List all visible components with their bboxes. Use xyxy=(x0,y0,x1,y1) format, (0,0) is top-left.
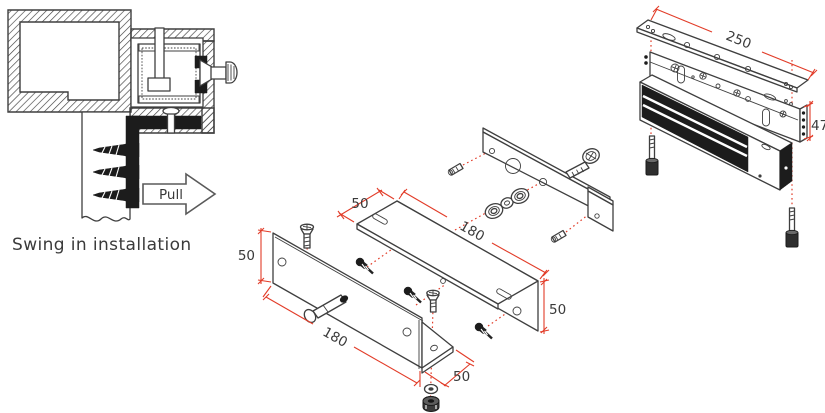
l-bracket-plate xyxy=(273,233,453,373)
dimension-bracket-width: 50 xyxy=(337,188,394,222)
dowel-pin-1 xyxy=(447,164,463,176)
magnet-pole-stripe xyxy=(643,96,747,147)
bolt-head xyxy=(302,307,318,324)
phillips-screw-icon xyxy=(734,90,740,96)
dim-plate-length-label: 180 xyxy=(320,324,350,351)
bracket-slot xyxy=(763,109,770,126)
wood-screw-icon xyxy=(93,165,139,179)
bracket-oval-slot xyxy=(764,93,777,102)
bracket-angle-horizontal xyxy=(131,116,201,129)
countersunk-screw-shaft xyxy=(168,114,175,133)
face-hole-small xyxy=(441,279,446,284)
countersunk-screw-2 xyxy=(427,290,439,312)
coil-box xyxy=(138,44,200,103)
allen-bolt-1 xyxy=(646,136,658,175)
washer-stack xyxy=(483,186,531,221)
z-bracket xyxy=(357,201,538,331)
lock-pin-foot xyxy=(148,78,170,91)
l-bracket-flange-edge xyxy=(422,347,453,373)
countersunk-screw-1 xyxy=(301,224,314,248)
armature-bolt-hole xyxy=(539,178,546,185)
dim-plate-height-label: 50 xyxy=(238,248,255,264)
bracket-slot xyxy=(678,66,685,83)
spacer-plate xyxy=(588,187,613,231)
plate-hole xyxy=(278,258,286,266)
phillips-screw-icon xyxy=(780,111,786,117)
dim-bracket-width-label: 50 xyxy=(351,196,368,212)
plate-slot xyxy=(372,213,388,225)
plate-oval-slot xyxy=(662,32,676,42)
z-bracket-plate-edge xyxy=(357,224,498,309)
magnet-body xyxy=(640,75,792,190)
armature-center-recess xyxy=(506,159,521,174)
z-bracket-top-plate xyxy=(357,201,538,304)
bracket-angle-vertical xyxy=(126,116,139,208)
coil-knurl-border xyxy=(142,48,196,99)
lock-bracket-end-face xyxy=(800,105,807,142)
caption-swing-in-installation: Swing in installation xyxy=(12,235,192,255)
wood-screw-icon xyxy=(93,188,139,202)
self-tapping-screws xyxy=(356,258,492,339)
flange-hole xyxy=(430,344,438,351)
door-frame-cross-section xyxy=(8,10,131,112)
carriage-bolt xyxy=(302,294,349,324)
dimension-plate-height: 50 xyxy=(238,228,271,284)
screw-icon xyxy=(356,258,373,274)
door-mounting-screws xyxy=(93,143,139,202)
phillips-screw-icon xyxy=(671,64,679,72)
coil-hatch-top xyxy=(139,44,199,51)
magnet-pole-stripe xyxy=(643,105,747,156)
flat-washer xyxy=(425,385,438,394)
coil-hatch-bottom xyxy=(139,96,199,103)
plate-hole xyxy=(403,328,411,336)
lock-bracket xyxy=(644,52,807,142)
dowel-pin-2 xyxy=(550,231,566,243)
plate-slot xyxy=(496,288,512,300)
bolt-tip xyxy=(339,294,349,304)
pull-direction-arrow xyxy=(143,174,215,214)
maglock-cross-section xyxy=(131,28,237,133)
dim-lock-length-label: 250 xyxy=(724,28,754,52)
magnet-pole-area xyxy=(642,85,748,172)
dimension-bracket-height: 50 xyxy=(540,278,566,334)
steel-washer-icon xyxy=(509,186,531,206)
pull-label: Pull xyxy=(159,187,183,203)
dimension-flange-width: 50 xyxy=(425,350,474,387)
screw-icon xyxy=(475,323,492,339)
dim-bracket-height-label: 50 xyxy=(549,302,566,318)
adjuster-shaft xyxy=(211,67,226,79)
mounting-plate xyxy=(637,20,808,92)
phillips-screw-icon xyxy=(700,73,706,79)
screw-icon xyxy=(404,287,421,303)
armature-fixing-bolt xyxy=(566,146,602,178)
dim-lock-height-label: 47 xyxy=(811,118,825,134)
lock-pin-rod xyxy=(155,28,164,82)
maglock-exploded-view: 250 47 xyxy=(588,6,825,247)
armature-hole xyxy=(489,148,494,153)
dimension-lock-height: 47 xyxy=(804,101,825,141)
face-hole xyxy=(513,307,521,315)
swing-in-installation-section: Pull Swing in installation xyxy=(8,10,237,255)
wood-screw-icon xyxy=(93,143,139,157)
dim-flange-width-label: 50 xyxy=(453,369,470,385)
hex-nut xyxy=(423,397,439,412)
zl-bracket-exploded-view: 50 180 50 50 180 xyxy=(238,128,610,412)
allen-bolt-2 xyxy=(786,208,798,247)
